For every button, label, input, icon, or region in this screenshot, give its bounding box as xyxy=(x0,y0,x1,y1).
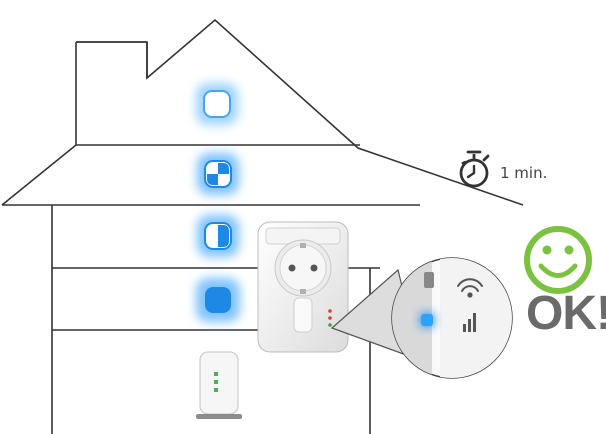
signal-bars-icon xyxy=(463,313,476,332)
router-icon xyxy=(196,351,242,419)
wifi-icon xyxy=(457,278,483,298)
house-outline xyxy=(1,18,524,434)
zoom-port-icon xyxy=(424,272,434,288)
timer-label: 1 min. xyxy=(500,164,548,182)
status-ok-label: OK! xyxy=(526,287,606,340)
signal-stage-icons xyxy=(196,83,240,322)
smiley-face-icon xyxy=(524,226,592,294)
zoom-callout xyxy=(330,257,513,379)
stopwatch-icon xyxy=(459,150,490,188)
signal-quarter-icon xyxy=(197,153,239,195)
signal-empty-icon xyxy=(196,83,238,125)
powerline-adapter-icon xyxy=(257,221,349,353)
signal-half-icon xyxy=(197,215,239,257)
signal-full-icon xyxy=(196,278,240,322)
zoom-led-icon xyxy=(421,314,433,326)
